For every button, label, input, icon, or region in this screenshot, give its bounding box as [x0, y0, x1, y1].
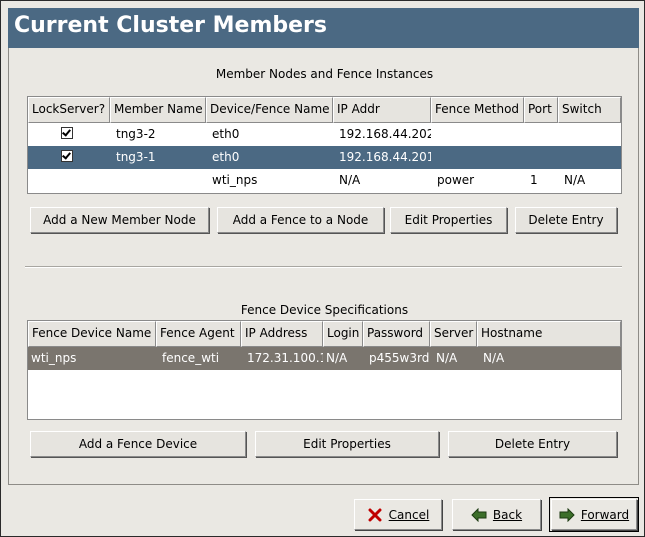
method-cell: power [437, 173, 475, 187]
login-cell: N/A [326, 351, 348, 365]
fence-device-name-cell: wti_nps [31, 351, 77, 365]
col-port[interactable]: Port [524, 97, 558, 123]
add-fence-device-button[interactable]: Add a Fence Device [30, 431, 246, 457]
fence-devices-header: Fence Device Name Fence Agent IP Address… [28, 321, 621, 347]
col-member-name[interactable]: Member Name [110, 97, 206, 123]
cancel-label: Cancel [388, 507, 430, 522]
table-row[interactable]: tng3-2 eth0 192.168.44.202 [28, 123, 621, 146]
ip-cell: 192.168.44.202 [339, 127, 431, 141]
col-lockserver[interactable]: LockServer? [28, 97, 110, 123]
lockserver-checkbox[interactable] [61, 127, 73, 139]
port-cell [524, 146, 558, 169]
back-button[interactable]: Back [452, 499, 541, 530]
member-name-cell: tng3-2 [116, 127, 156, 141]
col-fence-method[interactable]: Fence Method [431, 97, 524, 123]
device-cell: eth0 [212, 150, 240, 164]
col-device-fence-name[interactable]: Device/Fence Name [206, 97, 333, 123]
server-cell: N/A [436, 351, 458, 365]
col-hostname[interactable]: Hostname [477, 321, 621, 347]
edit-fence-device-properties-button[interactable]: Edit Properties [255, 431, 439, 457]
col-fence-agent[interactable]: Fence Agent [156, 321, 241, 347]
ip-cell: 192.168.44.201 [339, 150, 431, 164]
add-fence-to-node-button[interactable]: Add a Fence to a Node [217, 207, 384, 233]
switch-cell [558, 146, 621, 169]
delete-member-entry-button[interactable]: Delete Entry [515, 207, 617, 233]
members-table[interactable]: LockServer? Member Name Device/Fence Nam… [27, 96, 622, 194]
col-fence-device-name[interactable]: Fence Device Name [28, 321, 156, 347]
switch-cell [558, 123, 621, 146]
fence-agent-cell: fence_wti [162, 351, 220, 365]
forward-button[interactable]: Forward [549, 497, 639, 532]
method-cell [431, 123, 524, 146]
edit-member-properties-button[interactable]: Edit Properties [390, 207, 507, 233]
col-ip-address[interactable]: IP Address [241, 321, 323, 347]
add-member-node-button[interactable]: Add a New Member Node [30, 207, 209, 233]
members-heading: Member Nodes and Fence Instances [215, 67, 434, 81]
section-divider [25, 266, 622, 268]
members-header: LockServer? Member Name Device/Fence Nam… [28, 97, 621, 123]
title-bar: Current Cluster Members [8, 8, 639, 48]
col-ip-addr[interactable]: IP Addr [333, 97, 431, 123]
lockserver-checkbox[interactable] [61, 150, 73, 162]
device-cell: wti_nps [212, 173, 258, 187]
cancel-button[interactable]: Cancel [354, 499, 442, 530]
delete-fence-device-entry-button[interactable]: Delete Entry [448, 431, 617, 457]
ip-cell: N/A [339, 173, 361, 187]
window-title: Current Cluster Members [14, 13, 328, 38]
cancel-x-icon [367, 508, 383, 522]
col-password[interactable]: Password [363, 321, 430, 347]
port-cell [524, 123, 558, 146]
table-row[interactable]: wti_nps N/A power 1 N/A [28, 169, 621, 192]
hostname-cell: N/A [483, 351, 505, 365]
port-cell: 1 [530, 173, 538, 187]
back-arrow-icon [471, 507, 487, 522]
device-cell: eth0 [212, 127, 240, 141]
ip-address-cell: 172.31.100.1 [247, 351, 323, 365]
member-name-cell: tng3-1 [116, 150, 156, 164]
fence-devices-heading: Fence Device Specifications [240, 303, 409, 317]
col-switch[interactable]: Switch [558, 97, 621, 123]
col-server[interactable]: Server [430, 321, 477, 347]
password-cell: p455w3rd [369, 351, 430, 365]
table-row[interactable]: tng3-1 eth0 192.168.44.201 [28, 146, 621, 169]
content-panel: Member Nodes and Fence Instances LockSer… [8, 48, 639, 485]
forward-label: Forward [580, 507, 630, 522]
switch-cell: N/A [564, 173, 586, 187]
table-row[interactable]: wti_nps fence_wti 172.31.100.1 N/A p455w… [28, 347, 621, 370]
fence-devices-table[interactable]: Fence Device Name Fence Agent IP Address… [27, 320, 622, 420]
forward-arrow-icon [559, 507, 575, 522]
col-login[interactable]: Login [323, 321, 363, 347]
back-label: Back [492, 507, 523, 522]
member-name-cell [110, 169, 206, 192]
method-cell [431, 146, 524, 169]
